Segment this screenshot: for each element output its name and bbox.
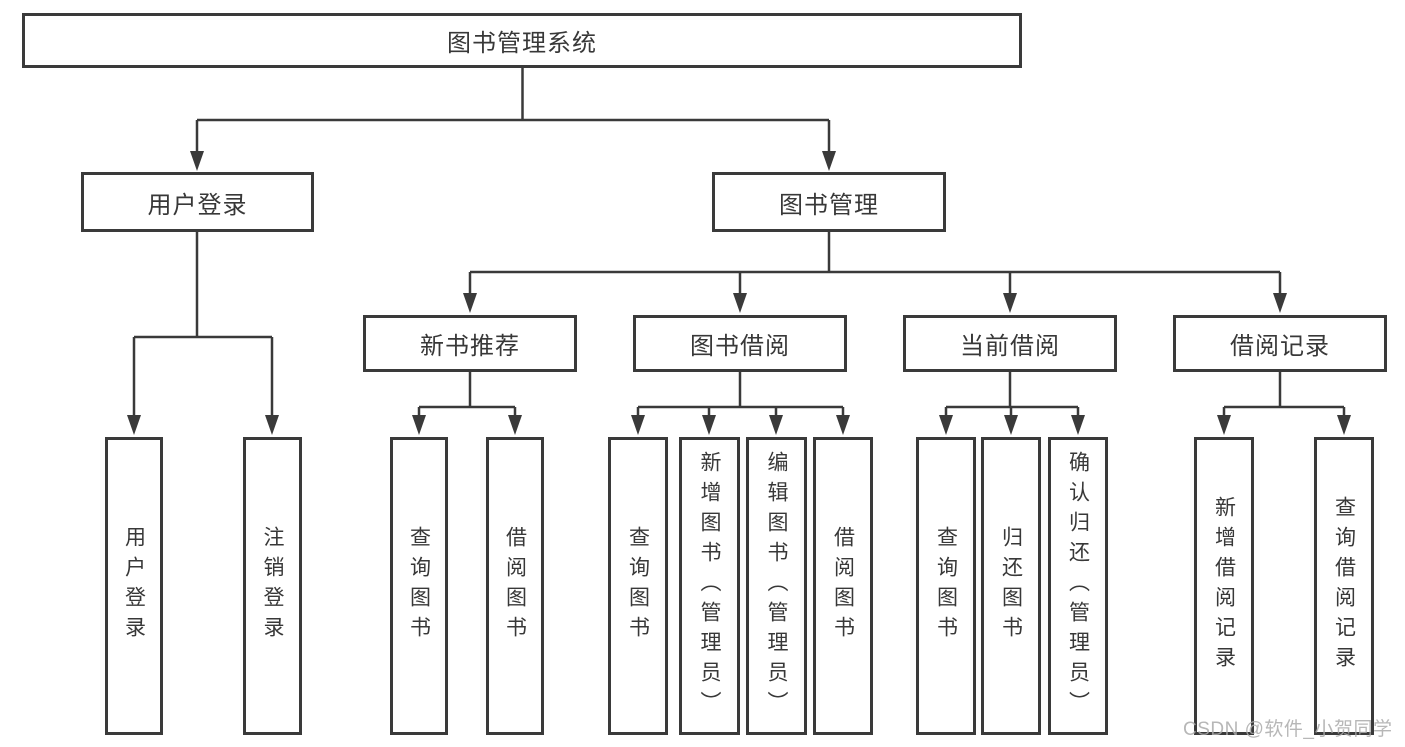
connector-book-management-branch [468,232,1282,295]
node-label: 注销登录 [261,526,284,646]
leaf-add-books-admin: 新增图书（管理员） [679,437,740,735]
connector-current-borrow-branch [944,372,1080,417]
node-book-borrow: 图书借阅 [633,315,847,372]
node-label: 新增借阅记录 [1212,496,1236,676]
connector-user-login-branch [132,232,274,417]
leaf-query-books-3: 查询图书 [916,437,976,735]
node-user-login: 用户登录 [81,172,314,232]
node-label: 查询图书 [407,526,431,646]
node-label: 确认归还（管理员） [1066,451,1090,721]
connector-root-to-level2 [195,67,831,153]
connector-new-books-branch [417,372,517,417]
node-label: 编辑图书（管理员） [765,451,788,721]
leaf-query-books-2: 查询图书 [608,437,668,735]
node-label: 借阅图书 [503,526,527,646]
arrowheads [127,151,1351,435]
node-label: 用户登录 [147,191,248,219]
node-label: 归还图书 [999,526,1023,646]
connector-book-borrow-branch [636,372,845,417]
node-new-book-recommend: 新书推荐 [363,315,577,372]
node-label: 当前借阅 [960,333,1060,360]
connector-borrow-records-branch [1222,372,1346,417]
node-label: 查询图书 [626,526,650,646]
node-label: 借阅图书 [831,526,855,646]
node-label: 新书推荐 [420,333,520,360]
csdn-watermark: CSDN @软件_小贺同学 [1183,719,1393,740]
node-label: 用户登录 [122,526,146,646]
node-current-borrow: 当前借阅 [903,315,1117,372]
leaf-logout: 注销登录 [243,437,302,735]
leaf-confirm-return-admin: 确认归还（管理员） [1048,437,1108,735]
node-label: 查询借阅记录 [1332,496,1356,676]
leaf-return-books: 归还图书 [981,437,1041,735]
node-label: 图书管理 [779,191,879,219]
leaf-query-borrow-record: 查询借阅记录 [1314,437,1374,735]
node-book-management: 图书管理 [712,172,946,232]
node-label: 借阅记录 [1230,333,1330,360]
node-root-system: 图书管理系统 [22,13,1022,68]
leaf-borrow-books-1: 借阅图书 [486,437,544,735]
leaf-query-books-1: 查询图书 [390,437,448,735]
leaf-user-login: 用户登录 [105,437,163,735]
leaf-borrow-books-2: 借阅图书 [813,437,873,735]
node-label: 图书借阅 [690,333,790,360]
leaf-edit-books-admin: 编辑图书（管理员） [746,437,807,735]
leaf-add-borrow-record: 新增借阅记录 [1194,437,1254,735]
node-label: 新增图书（管理员） [698,451,721,721]
node-label: 查询图书 [934,526,958,646]
node-label: 图书管理系统 [447,30,597,57]
node-borrow-records: 借阅记录 [1173,315,1387,372]
